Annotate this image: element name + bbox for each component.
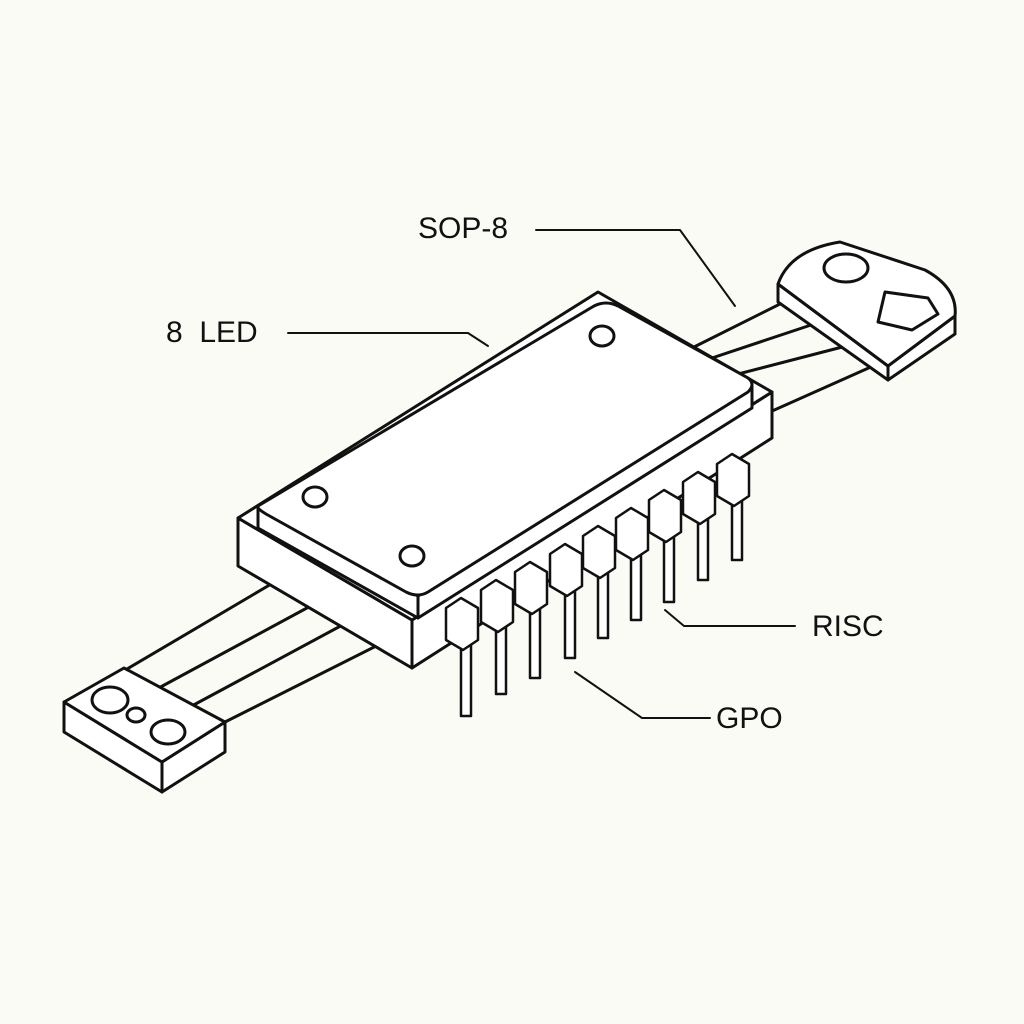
label-sop8: SOP-8	[418, 212, 509, 245]
connector-hole	[149, 718, 187, 746]
pin	[614, 506, 650, 622]
connector-hole	[822, 252, 870, 284]
label-risc: RISC	[812, 610, 884, 643]
pin	[647, 488, 683, 604]
led-leader	[287, 332, 489, 347]
label-leds: 8 LED	[166, 316, 258, 349]
pin	[681, 470, 717, 582]
pin	[513, 560, 549, 680]
gpo-leader	[574, 671, 711, 719]
front-pin-row	[444, 452, 751, 718]
mounting-hole	[398, 544, 426, 568]
callout-lines	[287, 229, 796, 719]
connector-slot	[876, 290, 940, 332]
pin	[548, 542, 584, 660]
pin	[479, 578, 515, 696]
mounting-hole	[588, 324, 616, 348]
left-connector-leads	[120, 578, 390, 724]
pin	[444, 596, 480, 718]
left-connector-block	[62, 666, 227, 794]
risc-leader	[664, 609, 796, 627]
connector-hole	[125, 706, 147, 724]
right-connector-block	[776, 240, 957, 382]
connector-hole	[90, 685, 130, 715]
sop8-leader	[535, 229, 736, 307]
label-gpo: GPO	[716, 702, 783, 735]
pin	[715, 452, 751, 562]
chip-body	[256, 301, 754, 620]
pin	[581, 524, 617, 640]
mounting-hole	[301, 485, 329, 509]
